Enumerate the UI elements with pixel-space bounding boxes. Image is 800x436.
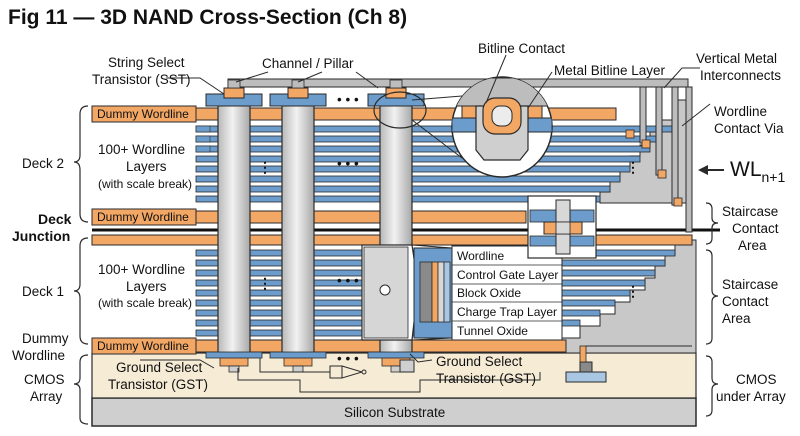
channel-pillar (217, 95, 251, 359)
deck2-wordline-stub (195, 145, 211, 153)
metal-bitline-label: Metal Bitline Layer (554, 63, 666, 78)
ellipsis-deck2: • • • (337, 156, 359, 171)
cell-layer-wordline: Wordline (457, 249, 504, 263)
cmos-circuitry (237, 358, 541, 393)
bitline-contact-plug (287, 87, 309, 99)
deck2-label: Deck 2 (22, 156, 64, 171)
staircase-lower-label-2: Contact (722, 294, 769, 309)
cmos-under-array-bracket (705, 355, 719, 417)
ellipsis-deck1: • • • (337, 273, 359, 288)
gst-right-label-2: Transistor (GST) (436, 371, 536, 386)
cell-layer-tunnel-oxide: Tunnel Oxide (457, 324, 528, 338)
staircase-upper-label-1: Staircase (722, 204, 778, 219)
deck2-wordline (195, 125, 673, 133)
deck2-wordline (195, 155, 641, 163)
bitline-contact-label: Bitline Contact (478, 41, 565, 56)
staircase-upper-label-2: Contact (732, 221, 779, 236)
deck-junction-label-1: Deck (38, 211, 72, 227)
cmos-array-label-1: CMOS (24, 372, 65, 387)
cell-layer-block-oxide: Block Oxide (457, 286, 521, 300)
ellipsis-bottom: • • • (337, 351, 359, 366)
deck-junction-label-2: Junction (12, 228, 70, 244)
bitline-contact-via (227, 79, 241, 89)
deck2-wordline-layers-1: 100+ Wordline (98, 142, 185, 157)
deck2-wordline-stub (195, 135, 211, 143)
vertical-metal-label-2: Interconnects (700, 68, 781, 83)
deck2-wordline (195, 165, 631, 173)
sst-caps (205, 79, 425, 359)
gst-left-label-2: Transistor (GST) (108, 377, 208, 392)
vertical-metal-interconnects (639, 86, 693, 233)
dummy-wordline-label-bottom: Dummy Wordline (97, 339, 189, 353)
deck-junction-detail (527, 195, 597, 259)
vdots-deck2-b: ⋮ (626, 159, 640, 175)
sst-label-line1: String Select (108, 55, 185, 70)
sst-label-line2: Transistor (SST) (92, 72, 191, 87)
vdots-deck2-a: ⋮ (258, 159, 272, 175)
gst-right-label-1: Ground Select (436, 354, 523, 369)
cell-layer-label-panel (451, 245, 563, 341)
wordline-contact-vias (625, 129, 683, 207)
ellipsis-top: • • • (337, 92, 359, 107)
deck2-bracket (73, 105, 89, 223)
gst-base (367, 351, 425, 359)
wl-arrowhead (698, 165, 708, 175)
cell-layer-control-gate: Control Gate Layer (457, 268, 558, 282)
deck2-wordline-stub (195, 125, 211, 133)
staircase-lower-bracket (705, 249, 719, 345)
wl-subscript: n+1 (762, 169, 786, 185)
staircase-upper-bracket (705, 202, 719, 245)
channel-pillar (281, 95, 315, 359)
silicon-substrate-label: Silicon Substrate (344, 405, 445, 420)
deck2-wordline (195, 145, 651, 153)
bitline-contact-plug (223, 87, 245, 99)
leader-lines (140, 67, 711, 369)
staircase-upper-label-3: Area (738, 238, 767, 253)
staircase-lower-region (559, 239, 697, 354)
bitline-contact-via (291, 79, 305, 89)
bitline-contact-via (389, 79, 403, 89)
gst-contact (292, 365, 304, 373)
gst-left-label-1: Ground Select (116, 360, 203, 375)
dummy-wordline-left-2: Wordline (12, 348, 65, 363)
gst-contact (228, 365, 240, 373)
bitline-contact-magnifier (373, 54, 553, 178)
vdots-deck1-b: ⋮ (626, 283, 640, 299)
dummy-wordline-left-1: Dummy (22, 331, 69, 346)
gst-base (205, 351, 263, 359)
wl-n-plus-1-label: WLn+1 (730, 158, 785, 185)
wordline-contact-via-label-1: Wordline (714, 104, 767, 119)
staircase-lower-label-1: Staircase (722, 277, 778, 292)
deck1-wordline-layers-2: Layers (126, 279, 167, 294)
cmos-array-label-2: Array (30, 389, 63, 404)
cmos-under-array-transistor (565, 345, 692, 383)
deck2-wordline-layers-2: Layers (126, 159, 167, 174)
page-title: Fig 11 — 3D NAND Cross-Section (Ch 8) (8, 6, 408, 29)
gst-base (269, 351, 327, 359)
deck2-scale-break: (with scale break) (98, 177, 192, 191)
deck1-scale-break: (with scale break) (98, 296, 192, 310)
dummy-wordline-label-junction: Dummy Wordline (97, 210, 189, 224)
staircase-lower-label-3: Area (722, 311, 751, 326)
deck1-wordline-layers-1: 100+ Wordline (98, 262, 185, 277)
wordline-contact-via-label-2: Contact Via (714, 121, 784, 136)
wl-main-text: WL (730, 158, 762, 181)
dummy-wordline-junction-upper-ext (195, 210, 527, 224)
deck2-wordline (195, 135, 661, 143)
deck1-bracket (73, 237, 89, 345)
channel-pillar-label: Channel / Pillar (262, 56, 354, 71)
deck1-label: Deck 1 (22, 284, 64, 299)
cmos-under-array-label-2: under Array (716, 389, 786, 404)
vdots-deck1-a: ⋮ (258, 275, 272, 291)
vertical-metal-label-1: Vertical Metal (696, 51, 777, 66)
cell-layer-charge-trap: Charge Trap Layer (457, 305, 557, 319)
pillar-zoom-detail: Wordline Control Gate Layer Block Oxide … (361, 244, 563, 341)
cmos-under-array-label-1: CMOS (736, 372, 777, 387)
cmos-array-bracket (73, 354, 89, 425)
dummy-wordline-label-top: Dummy Wordline (97, 107, 189, 121)
